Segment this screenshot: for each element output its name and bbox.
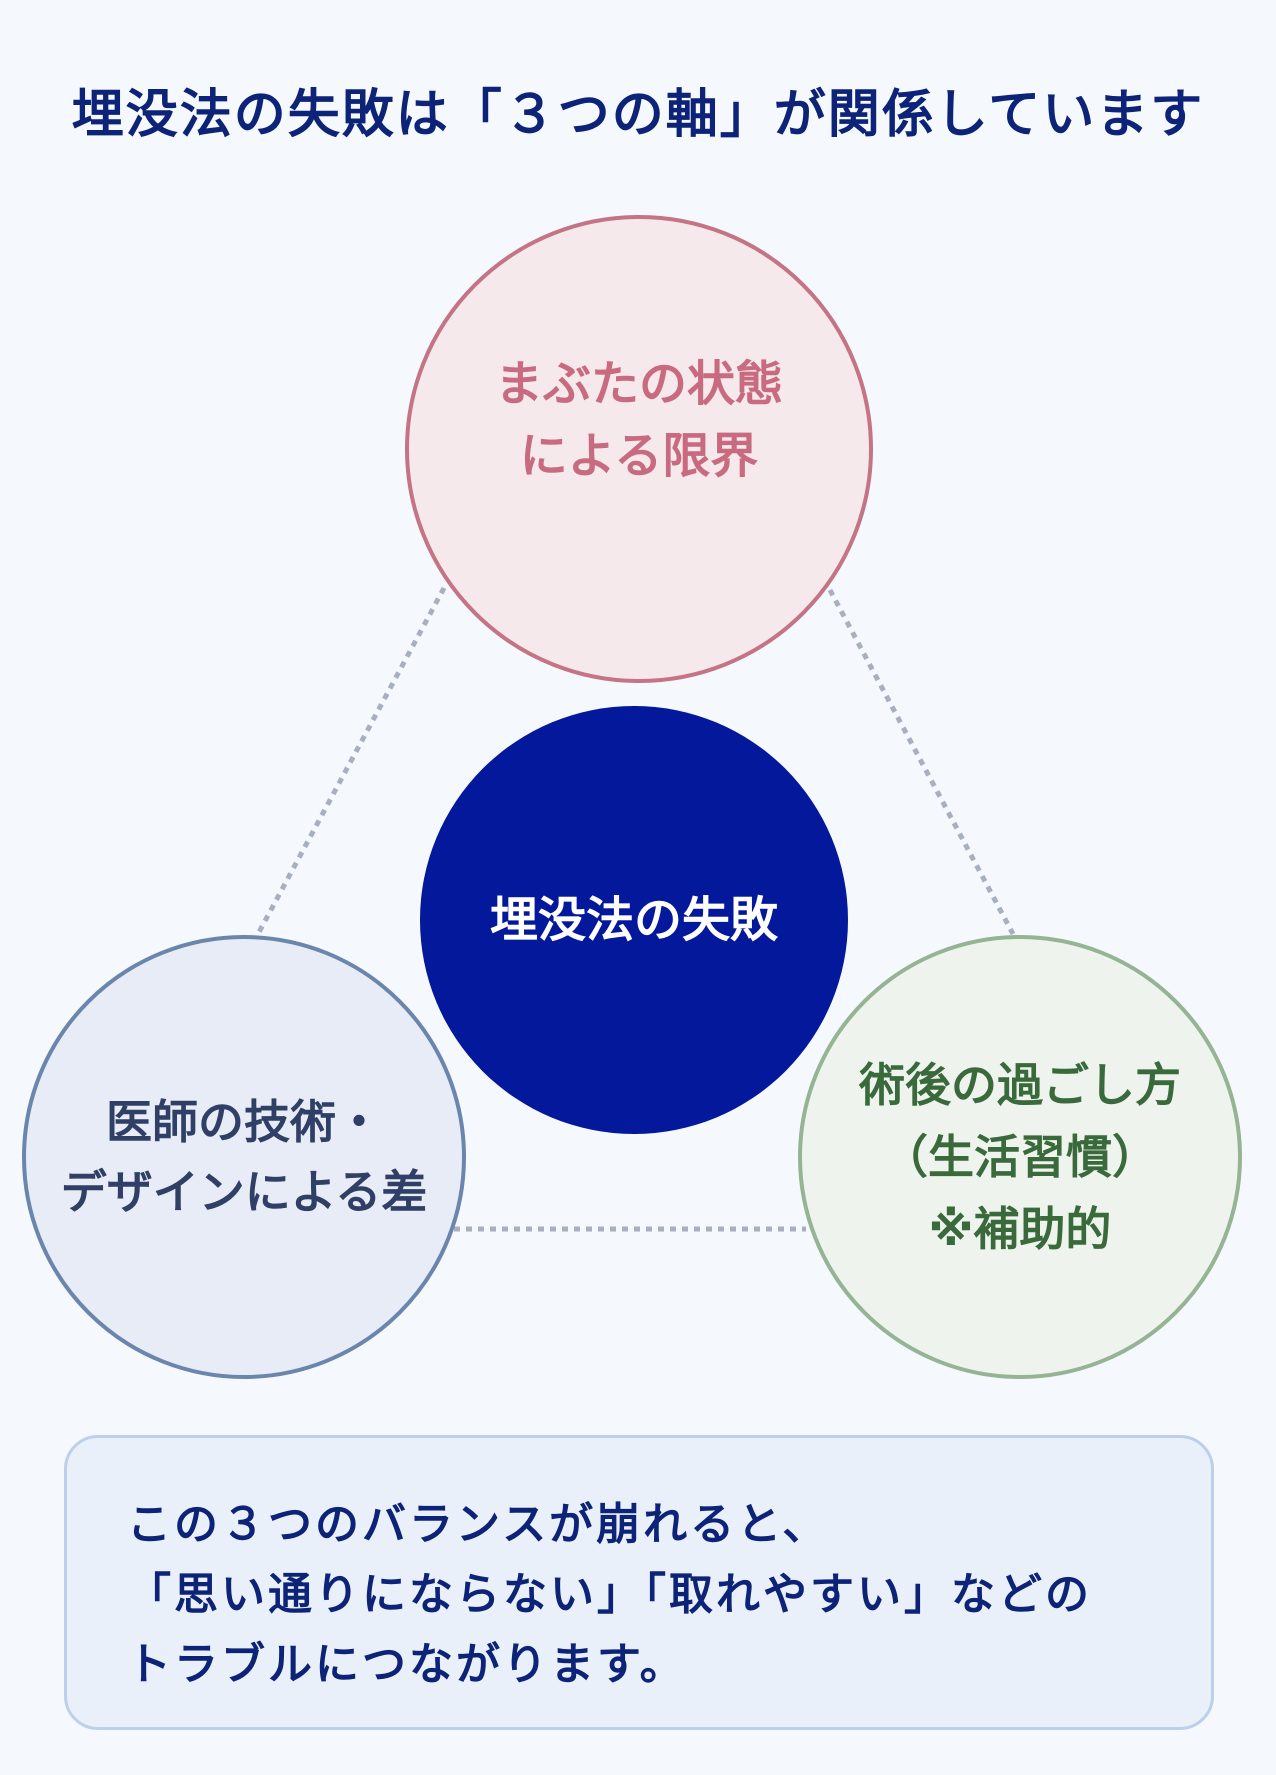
- node-burial-method-failure-label: 埋没法の失敗: [489, 892, 778, 948]
- summary-note-line-3: トラブルにつながります。: [127, 1639, 687, 1690]
- node-doctor-skill-line-2: デザインによる差: [60, 1165, 428, 1219]
- node-aftercare-habits-line-3: ※補助的: [928, 1202, 1112, 1256]
- summary-note-line-1: この３つのバランスが崩れると、: [127, 1499, 830, 1550]
- node-eyelid-condition: まぶたの状態 による限界: [405, 215, 873, 683]
- node-aftercare-habits: 術後の過ごし方 （生活習慣） ※補助的: [798, 935, 1242, 1379]
- connector-top-left: [255, 586, 447, 936]
- node-burial-method-failure: 埋没法の失敗: [420, 706, 848, 1134]
- diagram-title: 埋没法の失敗は「３つの軸」が関係しています: [71, 85, 1205, 145]
- node-aftercare-habits-line-1: 術後の過ごし方: [859, 1058, 1181, 1112]
- summary-note-line-2: 「思い通りにならない」「取れやすい」などの: [127, 1569, 1092, 1620]
- summary-note: この３つのバランスが崩れると、 「思い通りにならない」「取れやすい」などの トラ…: [64, 1435, 1214, 1730]
- node-eyelid-condition-line-2: による限界: [519, 428, 759, 484]
- node-doctor-skill-line-1: 医師の技術・: [106, 1095, 382, 1149]
- node-aftercare-habits-line-2: （生活習慣）: [882, 1130, 1158, 1184]
- connector-top-right: [827, 588, 1016, 936]
- node-doctor-skill: 医師の技術・ デザインによる差: [22, 935, 466, 1379]
- node-eyelid-condition-line-1: まぶたの状態: [494, 356, 783, 412]
